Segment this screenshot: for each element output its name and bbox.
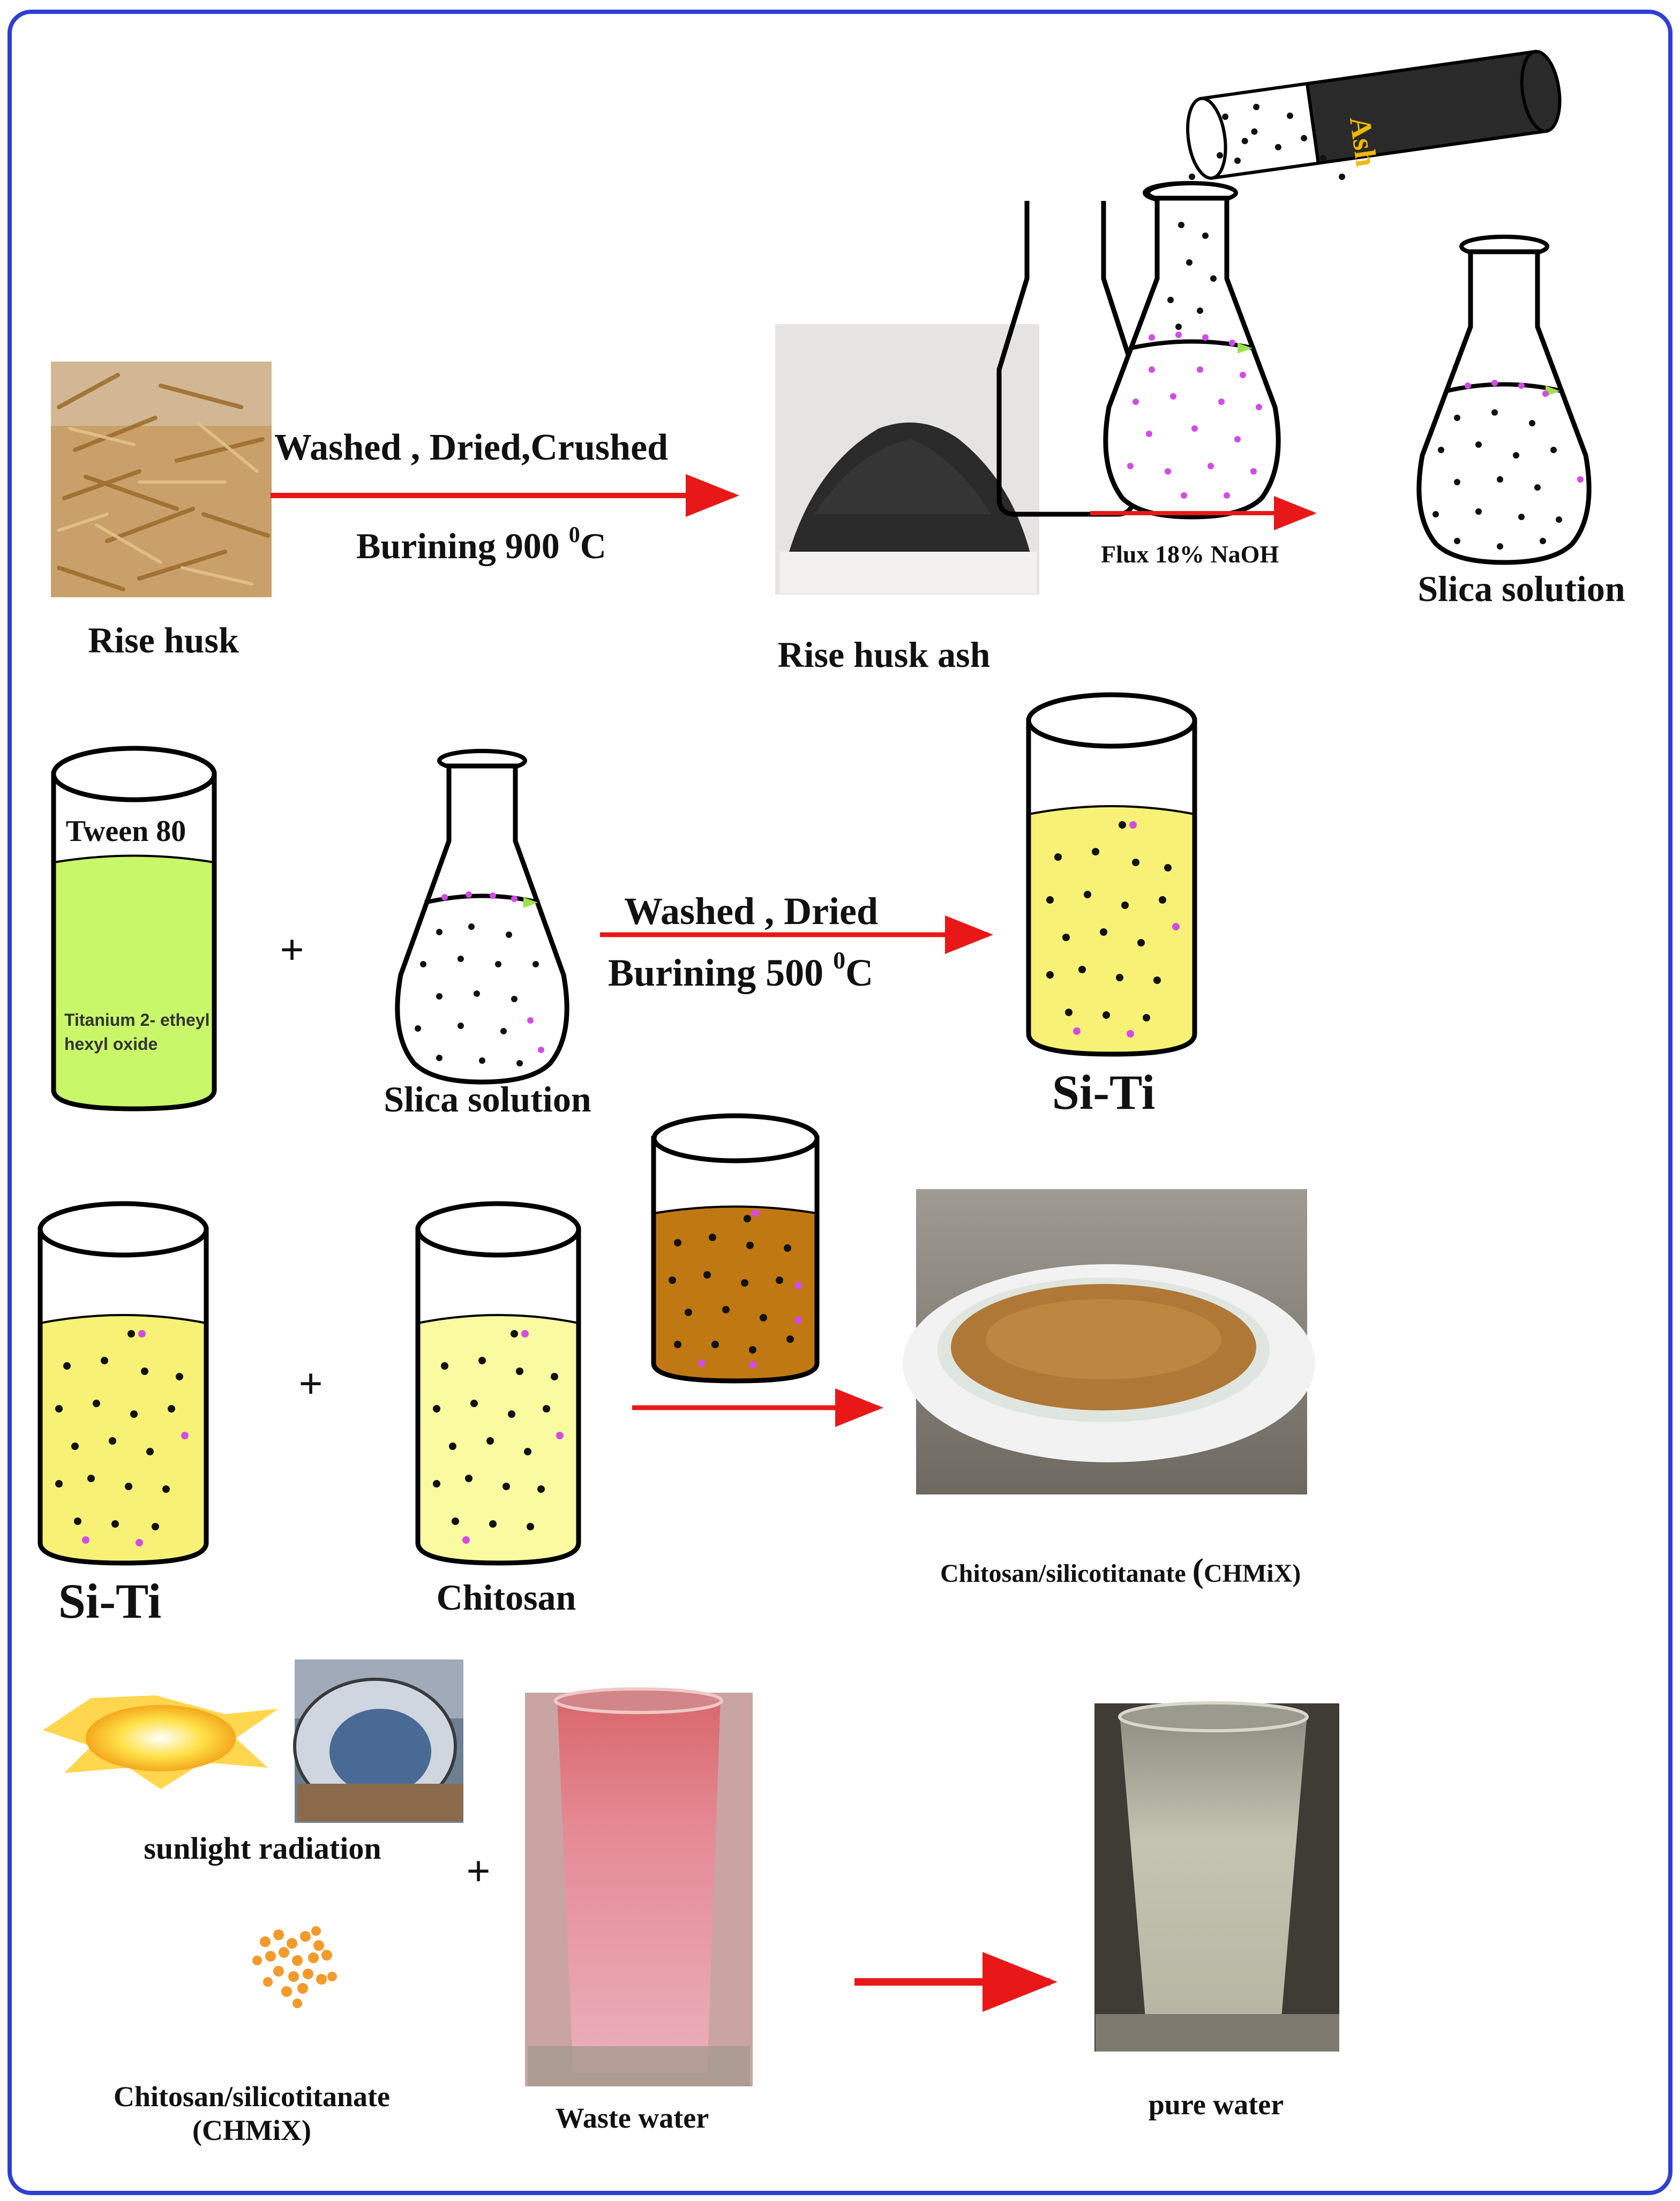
step1-arrow-top-label: Washed , Dried,Crushed bbox=[274, 427, 668, 468]
row3-plus: + bbox=[298, 1361, 323, 1408]
tween-cylinder bbox=[51, 746, 217, 1111]
rice-husk-image bbox=[51, 362, 272, 597]
waste-water-label: Waste water bbox=[556, 2102, 709, 2134]
chitosan-cylinder bbox=[415, 1201, 581, 1566]
silica-solution-label-2: Slica solution bbox=[384, 1079, 591, 1120]
siti-cylinder-row3 bbox=[38, 1201, 209, 1566]
chmix-cylinder bbox=[651, 1113, 820, 1384]
naoh-arrow-label: Flux 18% NaOH bbox=[1101, 540, 1279, 568]
chmix-line2-label: (CHMiX) bbox=[192, 2114, 311, 2146]
flask-1 bbox=[1103, 181, 1281, 520]
step1-arrow-bottom-label: Burining 900 0C bbox=[356, 523, 606, 566]
tween-80-label: Tween 80 bbox=[66, 815, 186, 848]
ash-tube-label: Ash bbox=[1343, 115, 1383, 169]
step2-arrow-bottom-label: Burining 500 0C bbox=[608, 946, 873, 994]
flask-silica-solution bbox=[1416, 235, 1592, 565]
rice-husk-ash-image bbox=[775, 324, 1039, 595]
waste-water-image bbox=[525, 1687, 753, 2086]
ash-tube: Ash bbox=[1186, 49, 1562, 180]
siti-label-row2: Si-Ti bbox=[1052, 1065, 1156, 1120]
chmix-granules bbox=[252, 1926, 337, 2008]
silica-solution-label-1: Slica solution bbox=[1418, 568, 1625, 609]
step2-arrow-top-label: Washed , Dried bbox=[624, 890, 878, 933]
sun-icon bbox=[43, 1695, 279, 1789]
sunlight-label: sunlight radiation bbox=[144, 1831, 381, 1866]
rice-husk-ash-label: Rise husk ash bbox=[778, 634, 991, 675]
siti-cylinder-row2 bbox=[1026, 692, 1197, 1057]
outer-frame bbox=[8, 10, 1672, 2195]
siti-label-row3: Si-Ti bbox=[58, 1574, 162, 1628]
chmix-dish-image bbox=[903, 1189, 1315, 1494]
pure-water-label: pure water bbox=[1149, 2089, 1284, 2121]
chmix-product-label: Chitosan/silicotitanate (CHMiX) bbox=[940, 1551, 1301, 1589]
titanium-label-line2: hexyl oxide bbox=[64, 1034, 158, 1054]
chitosan-label: Chitosan bbox=[437, 1577, 576, 1618]
pure-water-image bbox=[1094, 1701, 1339, 2052]
chmix-line1-label: Chitosan/silicotitanate bbox=[114, 2080, 390, 2113]
rice-husk-label: Rise husk bbox=[88, 620, 239, 660]
flask-silica-row2 bbox=[395, 749, 569, 1085]
solar-dish-image bbox=[293, 1659, 463, 1823]
row2-plus: + bbox=[280, 927, 304, 974]
row4-plus: + bbox=[466, 1848, 491, 1895]
titanium-label-line1: Titanium 2- etheyl bbox=[64, 1010, 209, 1030]
